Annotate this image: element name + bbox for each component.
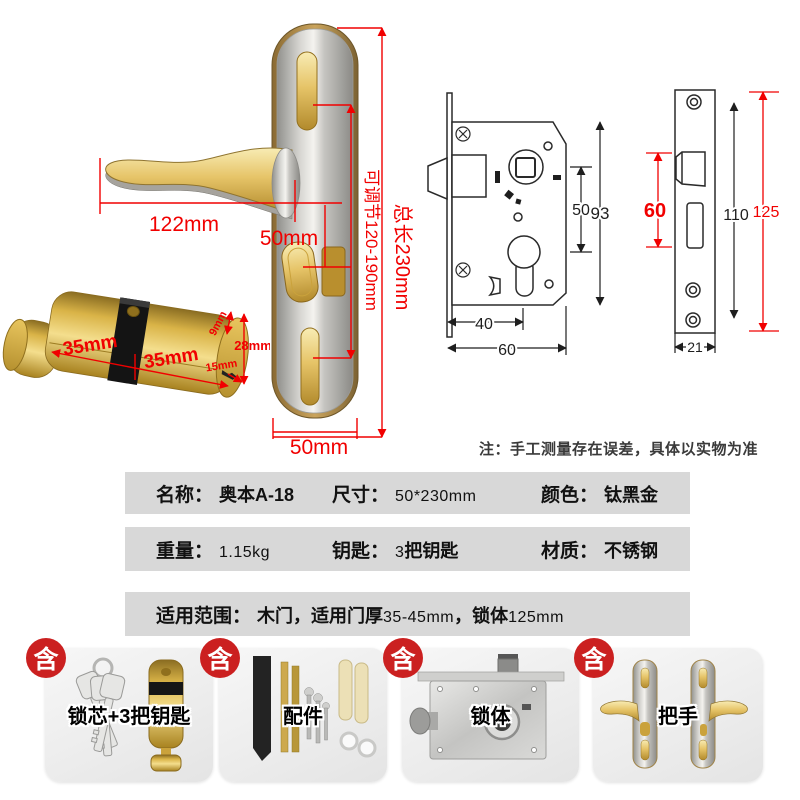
dim-screw-span-label: 110 [723, 207, 749, 224]
dim-strike-width-label: 21 [687, 339, 703, 355]
dim-latch-to-bolt-label: 60 [644, 200, 666, 222]
keys-label: 钥匙： [332, 540, 390, 562]
lock-body-screws [455, 126, 471, 278]
dim-plate-width-label: 50mm [290, 436, 348, 459]
scope-door-type: 木门，适用门厚 [257, 605, 384, 626]
included-badge: 含 [26, 638, 66, 678]
strike-plate-diagram: 60 110 125 21 [642, 89, 781, 357]
card-lock-body-label: 锁体 [470, 706, 511, 728]
dim-backset-label: 40 [475, 316, 493, 333]
keys-unit: 把钥匙 [404, 540, 459, 561]
name-label: 名称： [156, 484, 214, 506]
size-value: 50*230mm [395, 487, 477, 505]
dim-cylinder-height-label: 28mm [234, 338, 270, 353]
lock-body-details [495, 171, 561, 205]
weight-value: 1.15kg [219, 543, 271, 561]
scope-lockbody-size: 125mm [508, 608, 564, 626]
lever-handle [105, 147, 293, 214]
cylinder-keys-photo [75, 657, 184, 772]
lock-body-outline [427, 92, 567, 338]
plate-bottom-gold-inset [300, 327, 320, 406]
card-handles: 含 把手 [574, 638, 763, 782]
dim-adjustable-label: 可调节120-190mm [362, 169, 381, 311]
scope-label: 适用范围： [156, 605, 252, 627]
thumbturn-knob [281, 241, 319, 303]
card-accessories-label: 配件 [283, 706, 323, 728]
lever-collar [271, 147, 301, 219]
cylinder-thumb-knob [2, 318, 60, 378]
card-accessories: 含 配件 [200, 638, 387, 782]
dim-strike-height-label: 125 [753, 204, 780, 221]
dim-cylinder-face-label: 15mm [205, 358, 238, 375]
scope-thickness: 35-45mm [383, 608, 455, 626]
keys-count: 3 [395, 543, 405, 561]
handles-photo [600, 659, 748, 769]
dim-total-length-label: 总长230mm [391, 204, 414, 311]
strike-red-dimension-lines [646, 91, 779, 332]
weight-label: 重量： [156, 540, 214, 562]
accessories-photo [253, 656, 377, 761]
scope-lockbody: ，锁体 [454, 605, 509, 626]
name-value: 奥本A-18 [219, 484, 295, 505]
included-badge: 含 [200, 638, 240, 678]
lock-body-dimension-lines [447, 121, 605, 355]
lock-body-photo [409, 654, 565, 760]
dim-handle-to-knob-label: 50mm [260, 227, 318, 250]
material-label: 材质： [541, 540, 599, 562]
card-cylinder-keys: 含 锁芯+3把钥匙 [26, 638, 213, 782]
lock-body-diagram: 50 93 40 60 [427, 92, 611, 361]
card-handles-label: 把手 [658, 706, 698, 728]
plate-top-gold-inset [296, 51, 318, 131]
color-value: 钛黑金 [604, 484, 659, 505]
strike-black-dimension-lines [674, 102, 739, 353]
handle-photo-illustration: 122mm 50mm 可调节120-190mm 总长230mm 50mm [99, 23, 414, 459]
card-lock-body: 含 锁体 [383, 638, 579, 782]
cylinder-photo-illustration: 35mm 35mm 9mm 28mm 15mm [2, 291, 270, 398]
included-badge: 含 [574, 638, 614, 678]
dim-body-height-label: 93 [591, 204, 610, 223]
dim-spindle-to-cylinder-label: 50 [572, 202, 590, 219]
cylinder-dimension-lines [51, 311, 249, 389]
thumbturn-base [321, 246, 346, 297]
size-label: 尺寸： [332, 484, 390, 506]
material-value: 不锈钢 [604, 540, 659, 561]
card-cylinder-keys-label: 锁芯+3把钥匙 [67, 706, 191, 728]
color-label: 颜色： [541, 484, 599, 506]
measurement-note: 注：手工测量存在误差，具体以实物为准 [479, 441, 759, 458]
dim-lever-length-label: 122mm [149, 213, 219, 236]
included-badge: 含 [383, 638, 423, 678]
spec-row-1: 名称：奥本A-18 尺寸： 50*230mm 颜色：钛黑金 [125, 472, 690, 514]
dim-body-depth-label: 60 [498, 342, 516, 359]
strike-plate-outline [674, 89, 716, 334]
handle-dimension-lines [99, 27, 387, 439]
